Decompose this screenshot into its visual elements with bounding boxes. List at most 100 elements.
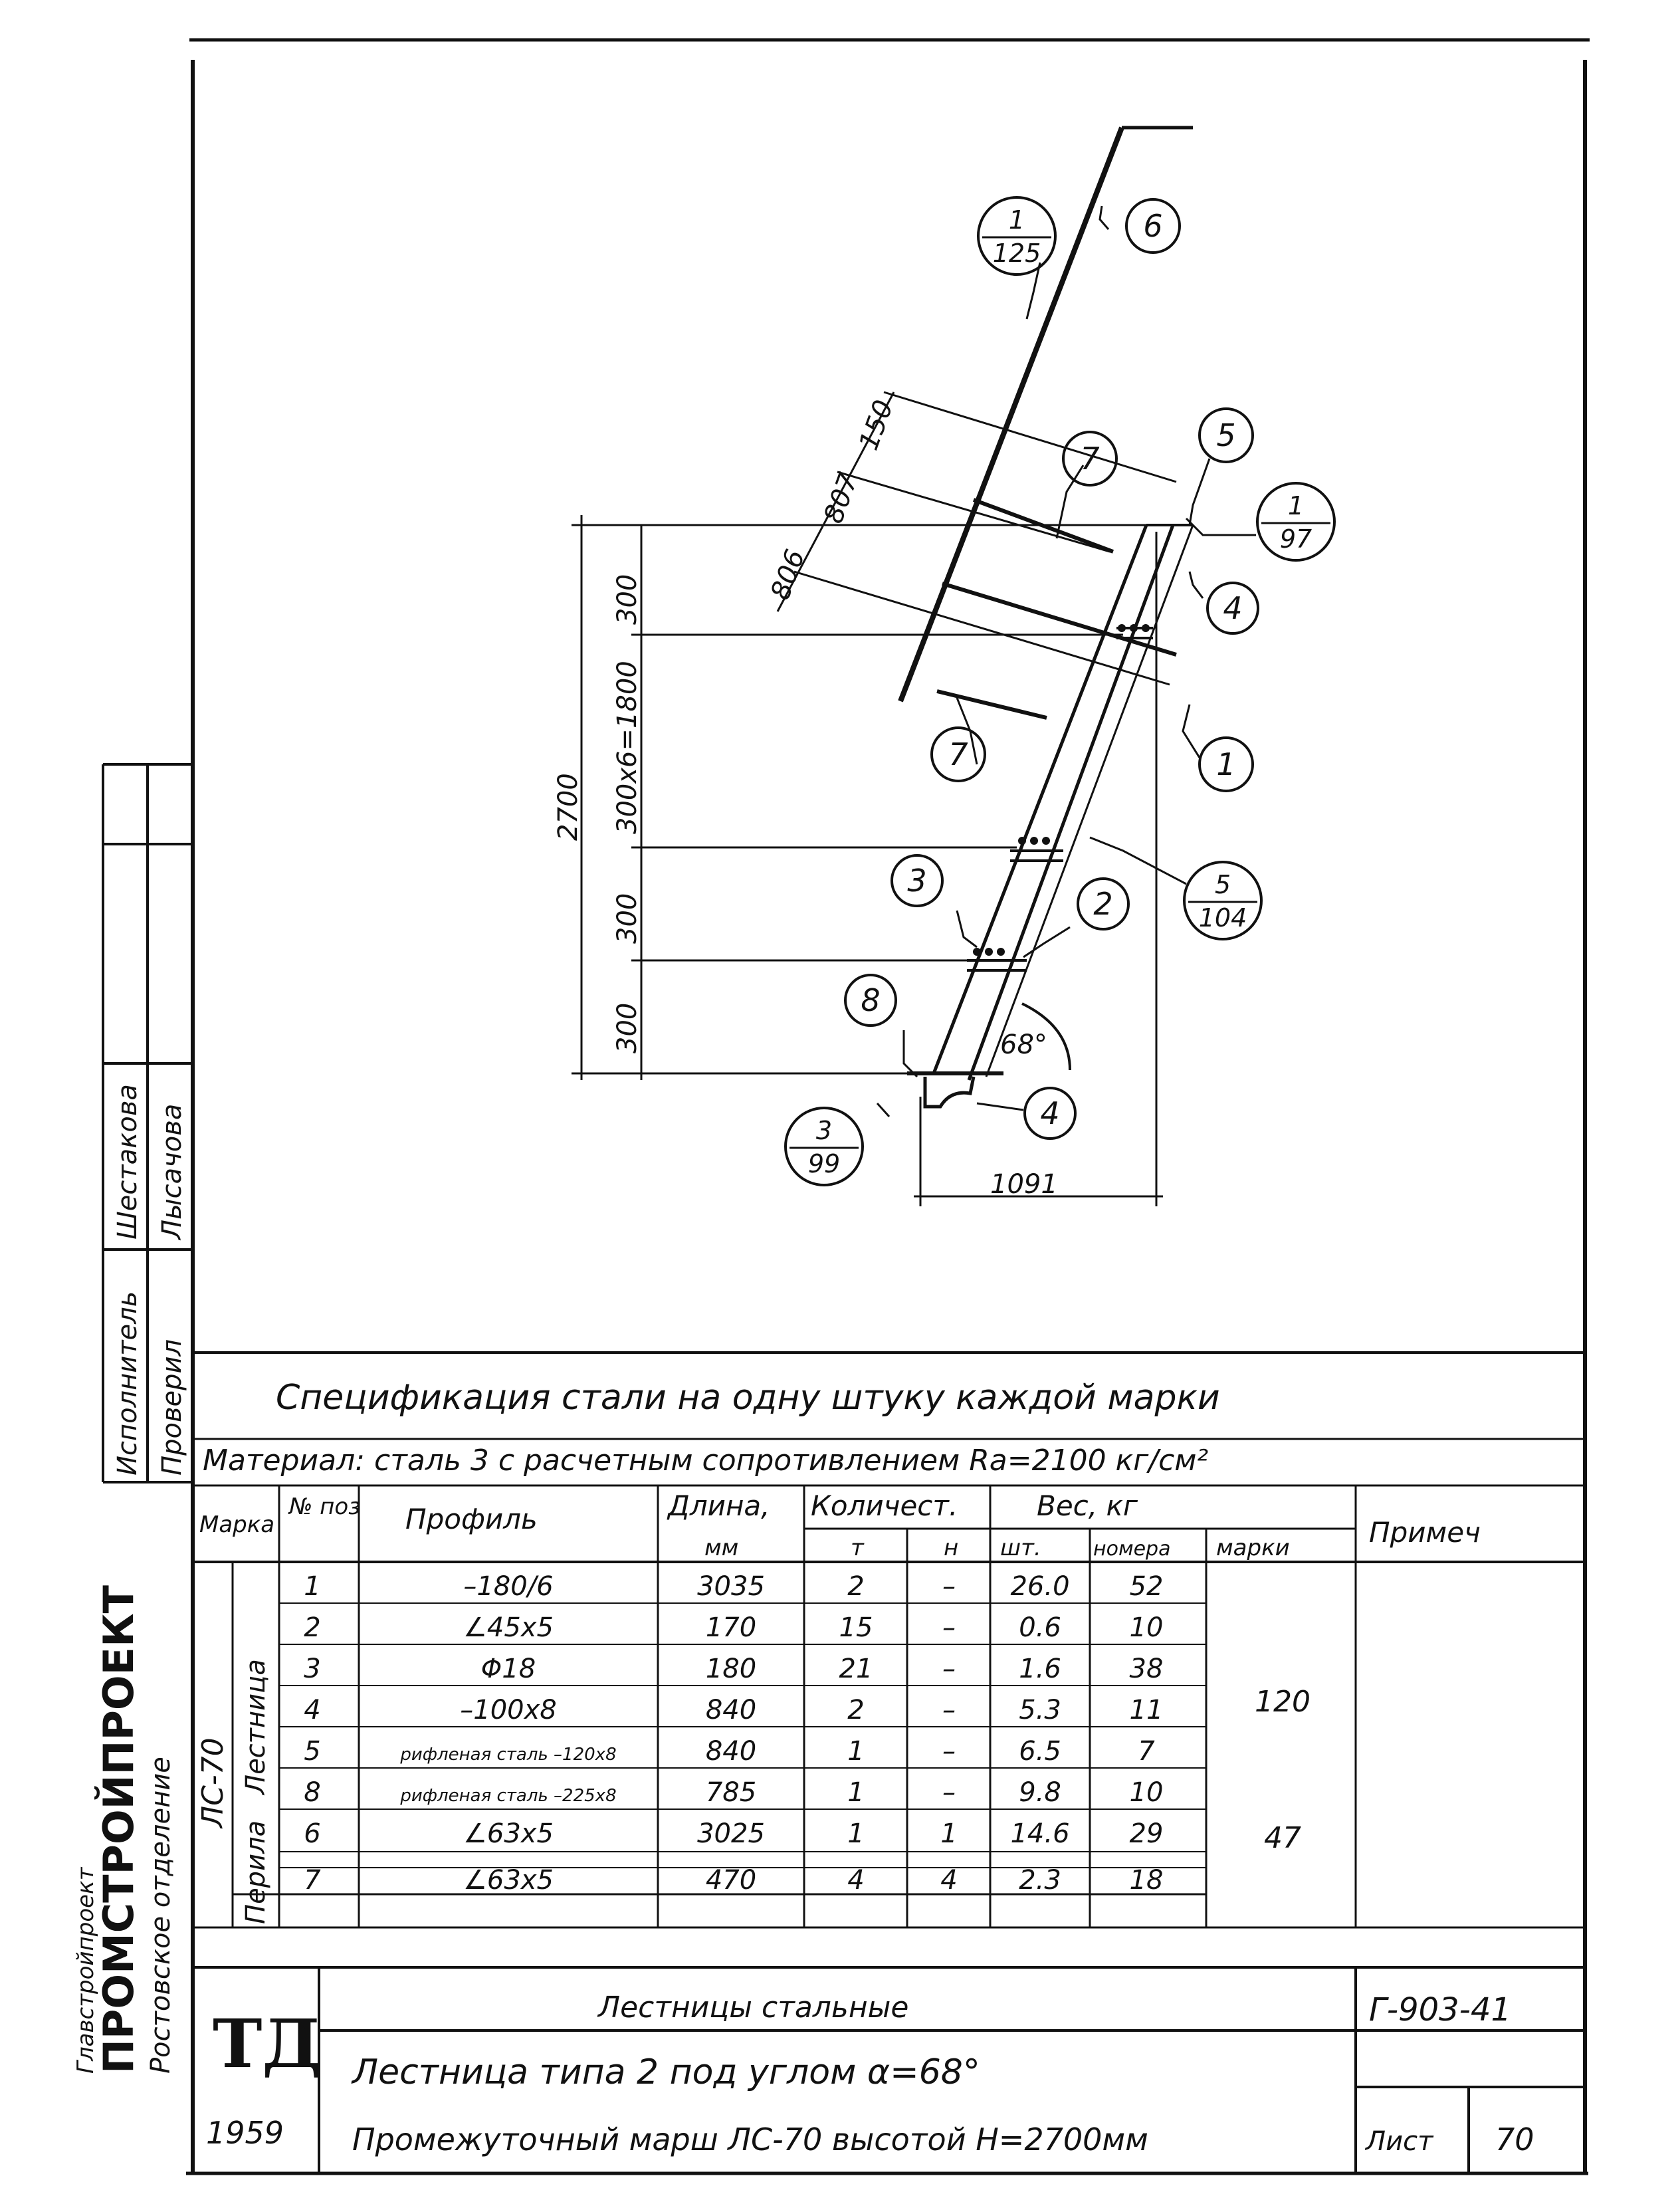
cell-profile: рифленая сталь –120x8 xyxy=(399,1745,616,1765)
cell-qty-t: 1 xyxy=(847,1777,864,1808)
org-line-2: ПРОМСТРОЙПРОЕКТ xyxy=(94,1585,143,2074)
callout-4-top: 4 xyxy=(1223,590,1242,626)
spec-title: Спецификация стали на одну штуку каждой … xyxy=(276,1378,1220,1418)
logo-td: ТД xyxy=(213,2005,321,2083)
cell-weight-nomera: 18 xyxy=(1130,1865,1164,1896)
cell-pos: 8 xyxy=(304,1777,320,1808)
cell-pos: 2 xyxy=(304,1612,320,1643)
cell-length: 470 xyxy=(706,1865,756,1896)
cell-pos: 7 xyxy=(304,1865,321,1896)
angle-label: 68° xyxy=(1000,1030,1047,1060)
stringer xyxy=(932,524,1194,1081)
cell-length: 180 xyxy=(706,1654,756,1684)
header-w-marki: марки xyxy=(1216,1535,1290,1561)
callout-6: 6 xyxy=(1143,208,1162,244)
dim-300-middle: 300 xyxy=(612,893,643,944)
cell-qty-t: 15 xyxy=(839,1612,873,1643)
spec-table: Спецификация стали на одну штуку каждой … xyxy=(193,1378,1585,1969)
cell-pos: 6 xyxy=(304,1818,320,1849)
cell-weight-sht: 1.6 xyxy=(1019,1654,1061,1684)
cell-weight-sht: 9.8 xyxy=(1019,1777,1061,1808)
handrail xyxy=(898,126,1193,703)
dim-150: 150 xyxy=(853,396,899,454)
callout-2: 2 xyxy=(1093,886,1112,922)
callout-circles xyxy=(784,196,1336,1186)
sheet-frame xyxy=(186,38,1590,2175)
ref-5-104-top: 5 xyxy=(1215,870,1231,899)
callout-7-top: 7 xyxy=(1080,441,1099,477)
rail-posts xyxy=(936,498,1177,720)
mark-weight-ladder: 120 xyxy=(1255,1685,1311,1719)
cell-weight-nomera: 29 xyxy=(1130,1818,1164,1849)
header-qty: Количест. xyxy=(811,1489,958,1522)
header-length: Длина, xyxy=(667,1489,770,1522)
cell-qty-n: – xyxy=(942,1654,956,1684)
side-stamp: Исполнитель Шестакова Проверил Лысачова … xyxy=(72,763,193,2074)
header-length-unit: мм xyxy=(704,1535,738,1561)
cell-qty-n: 4 xyxy=(940,1865,957,1896)
header-pos: № поз xyxy=(288,1493,360,1520)
dim-300-top: 300 xyxy=(612,574,643,625)
ref-1-125-bottom: 125 xyxy=(993,239,1041,268)
title-year: 1959 xyxy=(206,2115,284,2151)
cell-length: 170 xyxy=(706,1612,756,1643)
cell-weight-sht: 2.3 xyxy=(1019,1865,1061,1896)
cell-length: 840 xyxy=(706,1736,756,1767)
base-plate xyxy=(923,1076,976,1109)
cell-qty-t: 21 xyxy=(839,1654,873,1684)
group-railing: Перила xyxy=(241,1820,271,1924)
cell-qty-t: 1 xyxy=(847,1818,864,1849)
leader-lines xyxy=(876,205,1256,1118)
dim-2700: 2700 xyxy=(553,773,583,841)
cell-pos: 4 xyxy=(304,1695,320,1725)
header-note: Примеч xyxy=(1369,1516,1481,1549)
cell-weight-nomera: 38 xyxy=(1130,1654,1164,1684)
dim-806: 806 xyxy=(765,546,811,603)
callout-3: 3 xyxy=(907,863,926,899)
callout-1: 1 xyxy=(1216,746,1235,782)
org-line-1: Главстройпроект xyxy=(72,1866,99,2074)
document-code: Г-903-41 xyxy=(1369,1991,1511,2028)
checker-name: Лысачова xyxy=(157,1104,187,1241)
cell-weight-sht: 5.3 xyxy=(1019,1695,1061,1725)
cell-weight-nomera: 10 xyxy=(1130,1612,1164,1643)
checker-role: Проверил xyxy=(157,1339,187,1476)
sheet-number: 70 xyxy=(1495,2122,1534,2157)
dim-807: 807 xyxy=(818,469,865,527)
mark-weight-railing: 47 xyxy=(1264,1821,1301,1855)
cell-weight-nomera: 52 xyxy=(1130,1571,1164,1602)
cell-pos: 3 xyxy=(304,1654,320,1684)
title-line-1: Лестница типа 2 под углом α=68° xyxy=(351,2052,980,2092)
series-title: Лестницы стальные xyxy=(597,1991,908,2025)
cell-length: 3025 xyxy=(697,1818,765,1849)
header-marka: Марка xyxy=(199,1511,274,1538)
cell-profile: рифленая сталь –225x8 xyxy=(399,1786,616,1806)
cell-qty-t: 1 xyxy=(847,1736,864,1767)
cell-qty-t: 4 xyxy=(847,1865,864,1896)
org-line-3: Ростовское отделение xyxy=(146,1757,176,2074)
cell-length: 840 xyxy=(706,1695,756,1725)
group-ladder: Лестница xyxy=(241,1659,271,1796)
callout-5: 5 xyxy=(1216,417,1235,453)
cell-profile: ∠63x5 xyxy=(463,1865,554,1896)
cell-profile: –180/6 xyxy=(463,1571,553,1602)
callout-4-bottom: 4 xyxy=(1040,1095,1059,1131)
cell-weight-nomera: 11 xyxy=(1130,1695,1164,1725)
dim-300-bottom: 300 xyxy=(612,1003,643,1053)
spec-material: Материал: сталь 3 с расчетным сопротивле… xyxy=(203,1444,1208,1478)
header-qty-n: н xyxy=(944,1535,958,1561)
row-lines xyxy=(279,1602,1206,1868)
title-block: ТД 1959 Лестницы стальные Г-903-41 Лестн… xyxy=(206,1967,1585,2173)
header-qty-t: т xyxy=(851,1535,865,1561)
cell-qty-n: – xyxy=(942,1777,956,1808)
ref-1-97-top: 1 xyxy=(1288,491,1304,520)
cell-qty-n: – xyxy=(942,1612,956,1643)
header-w-sht: шт. xyxy=(1000,1535,1041,1561)
step-bolts xyxy=(973,624,1150,956)
title-line-2: Промежуточный марш ЛС-70 высотой H=2700м… xyxy=(352,2122,1148,2157)
cell-qty-n: – xyxy=(942,1571,956,1602)
cell-pos: 1 xyxy=(304,1571,320,1602)
cell-length: 785 xyxy=(706,1777,756,1808)
